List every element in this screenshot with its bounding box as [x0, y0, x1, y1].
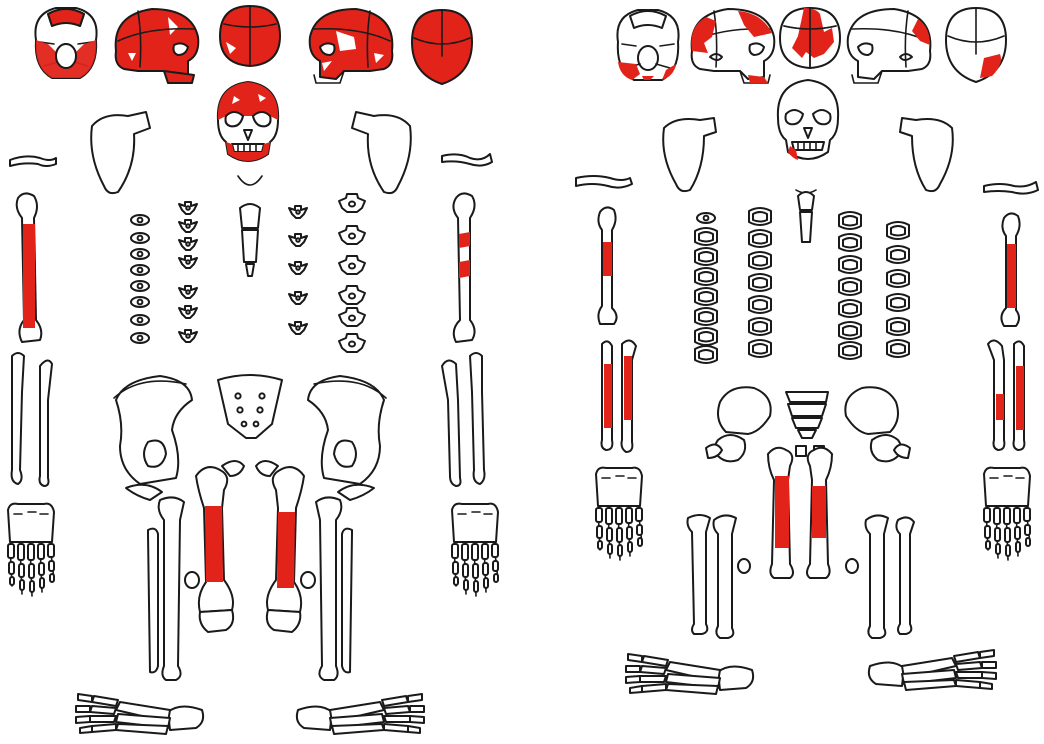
forearm-left	[988, 340, 1024, 450]
humerus-left	[1001, 213, 1019, 326]
patella-right	[738, 559, 750, 573]
cervical-column	[131, 215, 149, 343]
patella-left	[301, 572, 315, 588]
clavicle-right	[10, 156, 56, 166]
humerus-right	[17, 193, 42, 342]
foot-right	[76, 694, 203, 734]
os-coxae-right	[706, 387, 771, 461]
tibia-fibula-right	[688, 515, 737, 638]
tibia-fibula-left	[866, 515, 915, 638]
sternum	[798, 192, 814, 242]
lumbar-column	[887, 222, 909, 357]
hand-right	[8, 504, 54, 596]
hand-right	[596, 468, 642, 560]
pubis-fragment-right	[126, 485, 162, 500]
femur-left	[807, 448, 832, 578]
clavicle-left	[442, 154, 492, 166]
clavicle-right	[576, 176, 632, 188]
forearm-right	[602, 340, 637, 452]
skeleton-left	[8, 6, 498, 734]
skeleton-right	[576, 8, 1038, 694]
sacrum	[218, 375, 282, 438]
scapula-left	[352, 112, 411, 193]
cervical-column	[695, 213, 717, 363]
skull-right-lateral-view	[310, 9, 393, 83]
forearm-left	[442, 353, 485, 486]
thoracic-column-a	[179, 202, 197, 342]
hand-left	[452, 504, 498, 596]
femur-right	[768, 448, 793, 578]
skull-superior-view	[220, 6, 280, 66]
skull-left-lateral-view	[691, 9, 774, 83]
forearm-right	[12, 353, 52, 486]
hyoid	[238, 176, 262, 185]
os-coxae-right	[114, 376, 192, 484]
clavicle-left	[984, 182, 1038, 194]
skull-anterior-view	[778, 80, 838, 160]
skull-posterior-view	[412, 10, 472, 84]
foot-right	[626, 654, 753, 694]
os-coxae-left	[308, 376, 386, 484]
skull-inferior-view	[35, 8, 96, 78]
skull-anterior-view	[218, 82, 278, 161]
skull-left-lateral-view	[116, 9, 199, 83]
skull-superior-view	[780, 8, 840, 68]
ischium-fragment-right	[796, 446, 806, 456]
scapula-right	[91, 112, 150, 193]
skull-inferior-view	[617, 10, 678, 80]
sternum	[240, 204, 260, 276]
tibia-fibula-right	[148, 497, 184, 680]
femur-left	[267, 467, 304, 632]
thoracic-column-a	[749, 208, 771, 357]
humerus-left	[453, 193, 474, 342]
skull-posterior-view	[946, 8, 1006, 82]
tibia-fibula-left	[316, 497, 352, 680]
sacrum	[786, 392, 828, 438]
scapula-left	[900, 118, 953, 191]
pubis-fragment-left	[338, 485, 374, 500]
os-coxae-left	[845, 387, 910, 461]
humerus-right	[598, 207, 616, 324]
thoracic-column-b	[839, 212, 861, 359]
patella-left	[846, 559, 858, 573]
foot-left	[869, 650, 996, 690]
thoracic-column-b	[289, 206, 307, 334]
skull-right-lateral-view	[848, 9, 931, 83]
patella-right	[185, 572, 199, 588]
hand-left	[984, 468, 1030, 560]
femur-right	[196, 467, 233, 632]
foot-left	[297, 694, 424, 734]
scapula-right	[663, 118, 716, 191]
lumbar-column	[339, 194, 365, 352]
